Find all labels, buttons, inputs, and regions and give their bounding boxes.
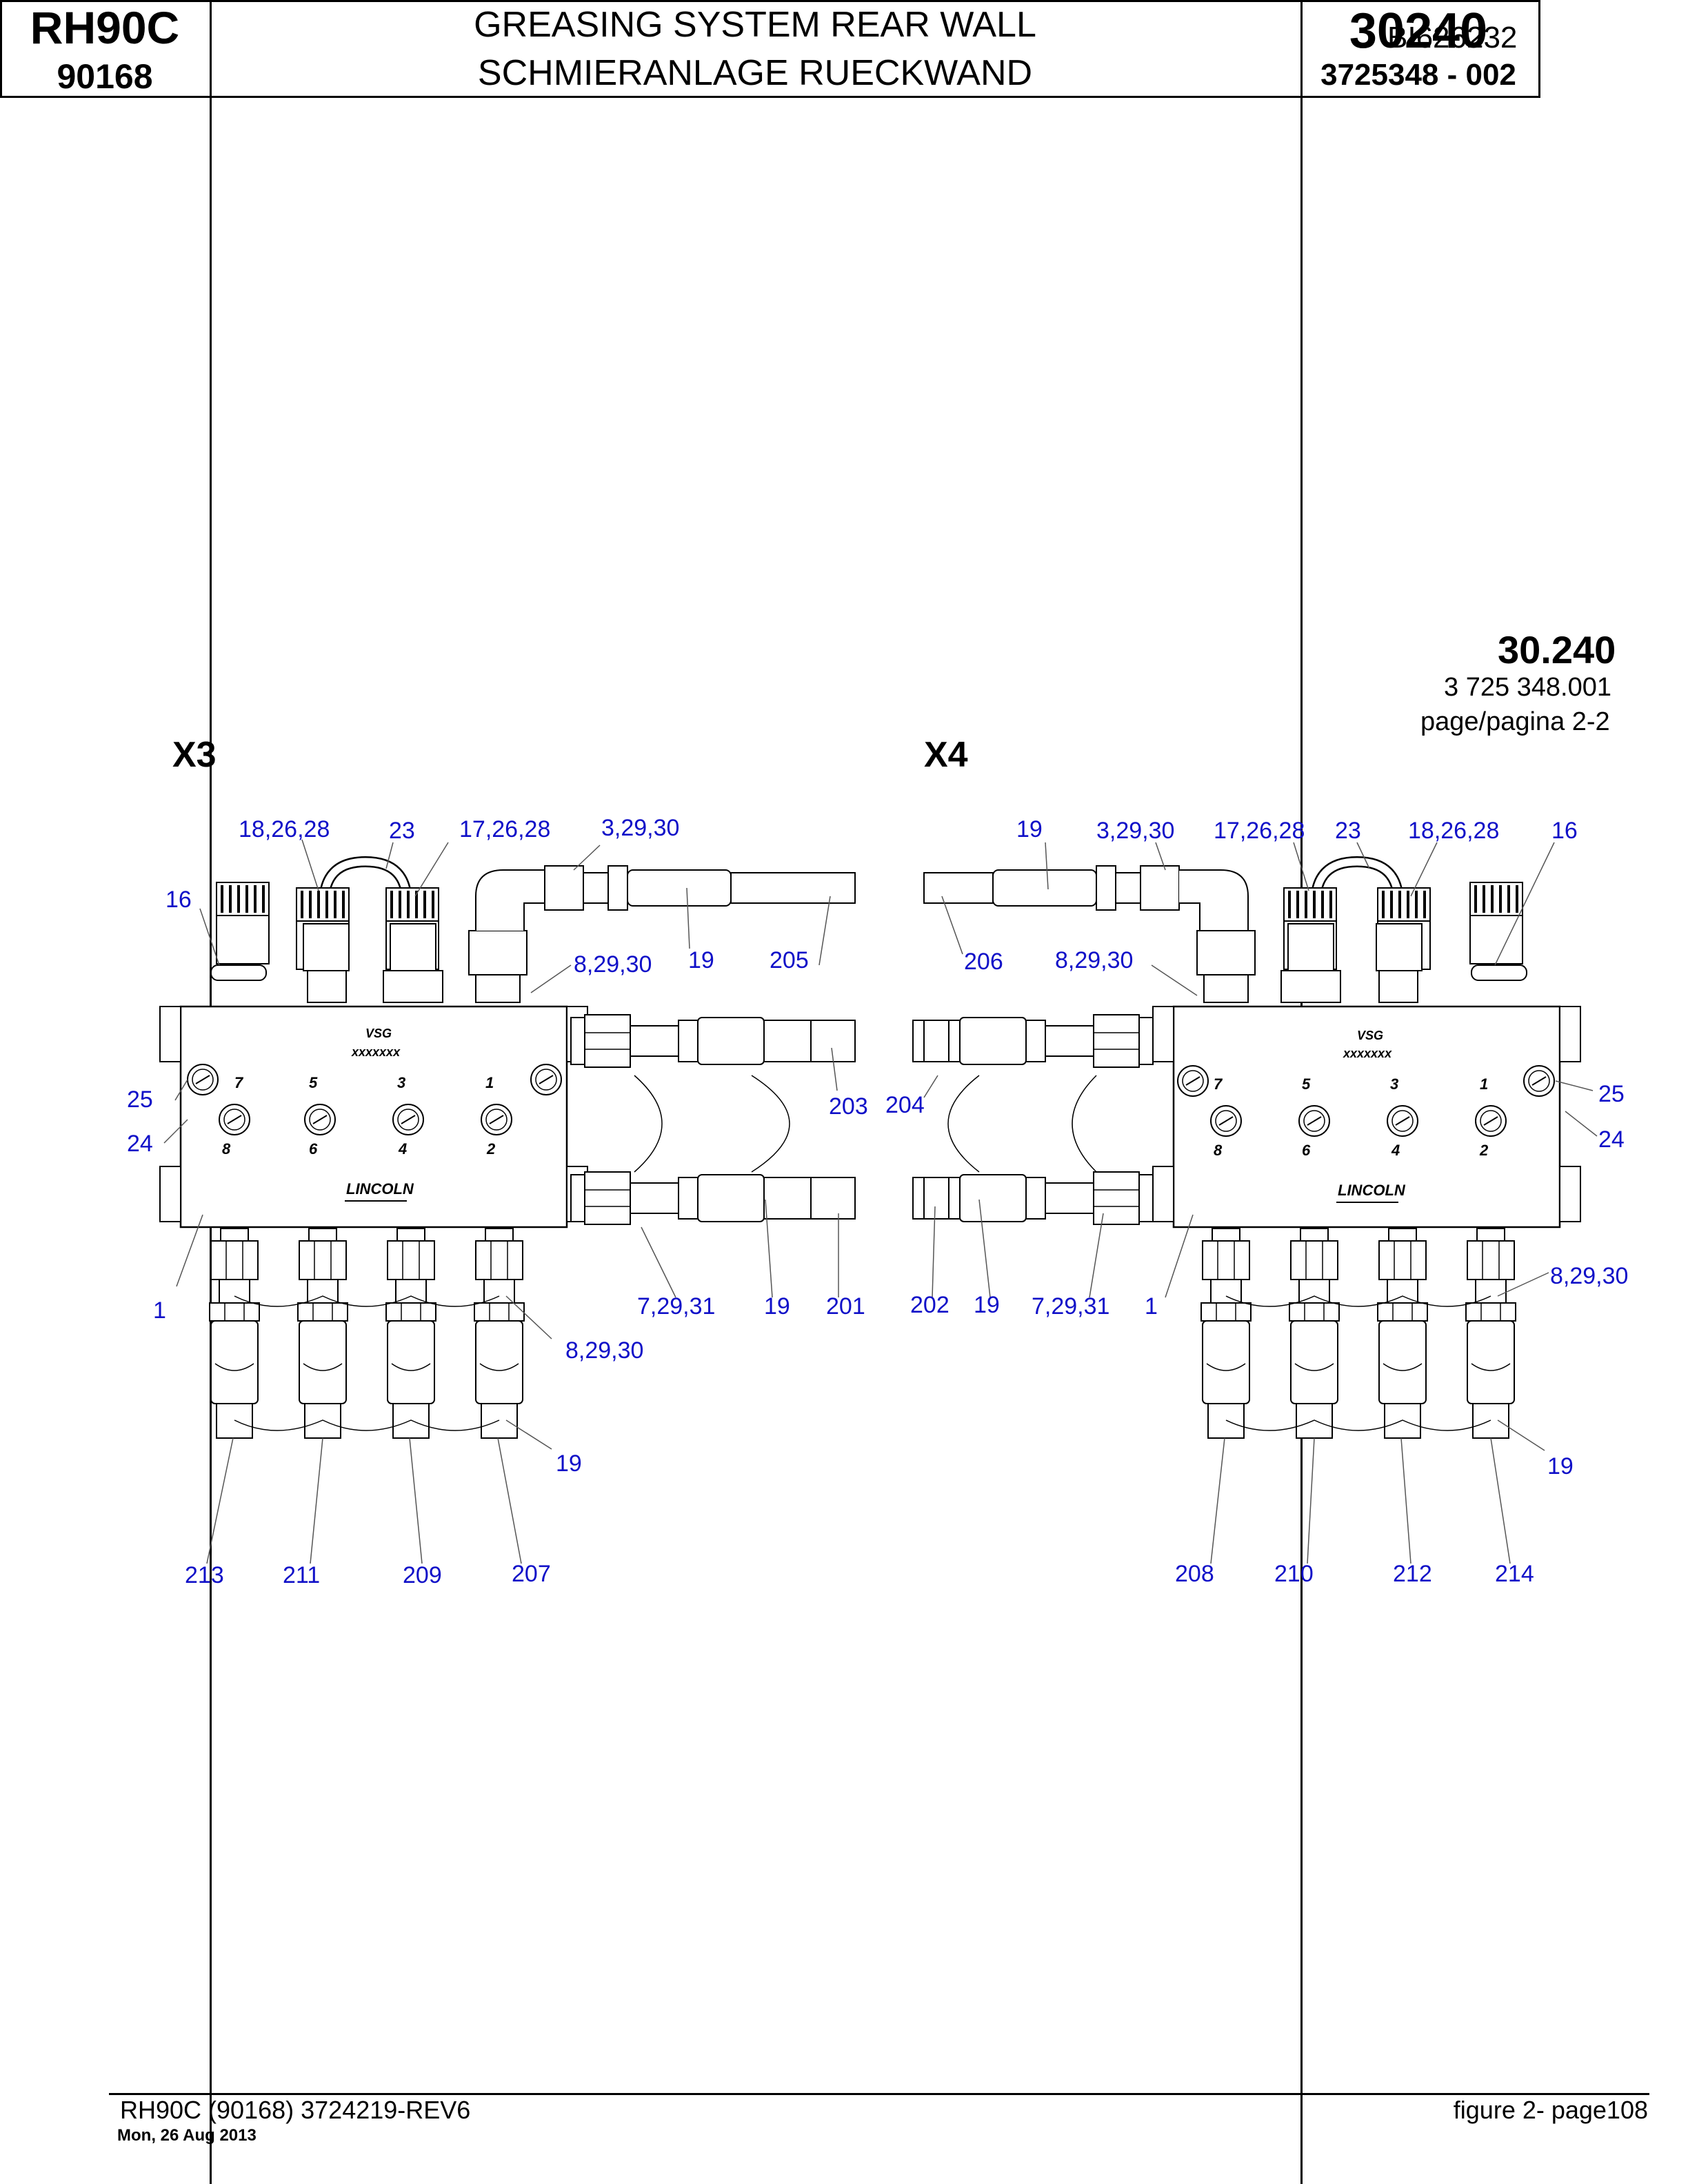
callout-24: 24 — [127, 1131, 153, 1157]
block-label: VSG — [365, 1027, 392, 1040]
section-number: 30.240 — [1498, 628, 1616, 671]
callout-25: 25 — [127, 1086, 153, 1113]
callout-8-29-30: 8,29,30 — [1550, 1263, 1628, 1289]
view-x3: X3 VSG xxxxxxx LINCO — [127, 735, 868, 1588]
callout-19: 19 — [974, 1292, 1000, 1318]
callout-23: 23 — [1335, 818, 1361, 844]
document-number: 3725348 - 002 — [1320, 58, 1516, 92]
section-code: 3 725 348.001 — [1444, 673, 1612, 702]
callout-19: 19 — [556, 1450, 582, 1477]
callout-19: 19 — [1547, 1453, 1574, 1479]
callout-208: 208 — [1175, 1561, 1214, 1587]
footer-page: figure 2- page108 — [1453, 2096, 1648, 2124]
callout-17-26-28: 17,26,28 — [1214, 818, 1305, 844]
hose-loop-23 — [295, 856, 443, 1003]
port-number: 4 — [398, 1140, 407, 1157]
callout-214: 214 — [1495, 1561, 1534, 1587]
callout-18-26-28: 18,26,28 — [1408, 818, 1499, 844]
callout-8-29-30: 8,29,30 — [574, 951, 652, 978]
callout-23: 23 — [389, 818, 415, 844]
port-number: 7 — [1214, 1075, 1223, 1093]
callout-210: 210 — [1274, 1561, 1314, 1587]
port-number: 4 — [1391, 1142, 1400, 1159]
block-code: xxxxxxx — [1343, 1046, 1392, 1060]
footer-date: Mon, 26 Aug 2013 — [117, 2126, 257, 2145]
view-title: X3 — [172, 735, 217, 775]
port-number: 2 — [486, 1140, 496, 1157]
callout-19: 19 — [764, 1293, 790, 1320]
port-number: 1 — [1480, 1075, 1488, 1093]
port-number: 7 — [234, 1074, 244, 1091]
callout-206: 206 — [964, 949, 1003, 975]
callout-1: 1 — [153, 1297, 166, 1324]
relief-valve-16 — [1469, 881, 1527, 981]
section-page: page/pagina 2-2 — [1420, 707, 1610, 736]
view-title: X4 — [924, 735, 968, 775]
title-english: GREASING SYSTEM REAR WALL — [474, 5, 1036, 45]
callout-8-29-30: 8,29,30 — [1055, 947, 1133, 973]
callout-17-26-28: 17,26,28 — [459, 816, 550, 842]
port-number: 5 — [1302, 1075, 1311, 1093]
view-x4: X4 VSG xxxxxxx LINCOLN — [885, 735, 1628, 1587]
port-number: 1 — [485, 1074, 494, 1091]
brand-logo: LINCOLN — [1338, 1182, 1406, 1199]
port-number: 8 — [1214, 1142, 1223, 1159]
brand-logo: LINCOLN — [346, 1180, 414, 1197]
callout-18-26-28: 18,26,28 — [239, 816, 330, 842]
callout-1: 1 — [1145, 1293, 1158, 1320]
model-number: 90168 — [57, 57, 153, 96]
callout-19: 19 — [688, 947, 714, 973]
callout-203: 203 — [829, 1093, 868, 1120]
callout-211: 211 — [283, 1562, 320, 1588]
footer-reference: RH90C (90168) 3724219-REV6 — [120, 2096, 471, 2124]
port-number: 2 — [1479, 1142, 1489, 1159]
port-number: 3 — [397, 1074, 405, 1091]
title-cell: GREASING SYSTEM REAR WALL SCHMIERANLAGE … — [210, 0, 1303, 2184]
group-number: 30240 — [1349, 3, 1488, 59]
port-number: 3 — [1390, 1075, 1398, 1093]
callout-16: 16 — [1551, 818, 1578, 844]
callout-3-29-30: 3,29,30 — [601, 815, 679, 841]
port-number: 6 — [1302, 1142, 1311, 1159]
callout-16: 16 — [165, 887, 192, 913]
relief-valve-16 — [210, 881, 270, 981]
callout-3-29-30: 3,29,30 — [1096, 818, 1174, 844]
model-name: RH90C — [30, 2, 180, 53]
callout-8-29-30: 8,29,30 — [565, 1337, 643, 1364]
port-number: 5 — [309, 1074, 318, 1091]
footer-rule — [109, 2093, 1649, 2095]
callout-213: 213 — [185, 1562, 224, 1588]
callout-24: 24 — [1598, 1126, 1625, 1153]
elbow-fitting-3 — [468, 865, 856, 1003]
block-label: VSG — [1357, 1029, 1383, 1042]
title-german: SCHMIERANLAGE RUECKWAND — [477, 53, 1033, 93]
callout-209: 209 — [403, 1562, 442, 1588]
port-number: 8 — [222, 1140, 231, 1157]
callout-7-29-31: 7,29,31 — [1032, 1293, 1109, 1320]
callout-25: 25 — [1598, 1081, 1625, 1107]
callout-19: 19 — [1016, 816, 1043, 842]
callout-201: 201 — [826, 1293, 865, 1320]
callout-204: 204 — [885, 1092, 925, 1118]
callout-207: 207 — [512, 1561, 551, 1587]
document-id: BI626232 — [1387, 21, 1518, 54]
callout-202: 202 — [910, 1292, 950, 1318]
callout-205: 205 — [770, 947, 809, 973]
group-cell: 30240 3725348 - 002 — [1300, 0, 1536, 2184]
port-number: 6 — [309, 1140, 318, 1157]
callout-212: 212 — [1393, 1561, 1432, 1587]
callout-7-29-31: 7,29,31 — [637, 1293, 715, 1320]
block-code: xxxxxxx — [351, 1045, 401, 1059]
elbow-fitting-3 — [923, 865, 1256, 1003]
hose-loop-23 — [1280, 856, 1431, 1003]
